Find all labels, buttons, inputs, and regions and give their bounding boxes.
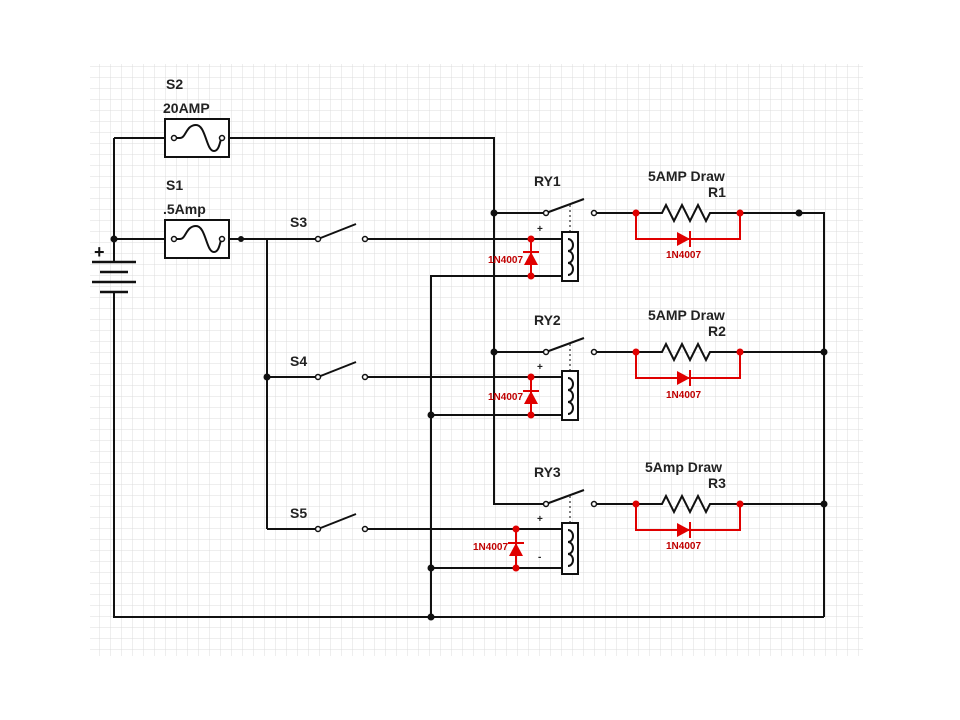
relay-diode-3-label: 1N4007: [473, 542, 508, 553]
s3-label: S3: [290, 214, 307, 230]
r1-label: R1: [708, 184, 726, 200]
r2-draw-label: 5AMP Draw: [648, 307, 725, 323]
coil3-plus-label: +: [537, 514, 543, 525]
relay-diode-1: [523, 235, 539, 280]
relay-diode-2: [523, 373, 539, 419]
junction-dots: [110, 209, 828, 621]
r2-label: R2: [708, 323, 726, 339]
s1-rating-label: .5Amp: [163, 201, 206, 217]
switch-s5: [314, 513, 369, 533]
grid-background: [90, 64, 863, 656]
s1-label: S1: [166, 177, 183, 193]
s2-label: S2: [166, 76, 183, 92]
coil2-plus-label: +: [537, 362, 543, 373]
load-diode-2-label: 1N4007: [666, 390, 701, 401]
fuse-s1: [164, 219, 230, 259]
relay-diode-3: [508, 525, 524, 572]
s4-label: S4: [290, 353, 307, 369]
load-r2: [632, 341, 744, 386]
load-diode-3-label: 1N4007: [666, 541, 701, 552]
r3-draw-label: 5Amp Draw: [645, 459, 722, 475]
switch-s3: [314, 223, 369, 243]
ry2-label: RY2: [534, 312, 561, 328]
relay-ry1: [542, 198, 598, 282]
relay-ry2: [542, 337, 598, 421]
coil3-minus-label: -: [538, 552, 541, 563]
main-wiring: [113, 137, 825, 618]
relay-ry3: [542, 489, 598, 575]
s2-rating-label: 20AMP: [163, 100, 210, 116]
relay-diode-1-label: 1N4007: [488, 255, 523, 266]
ry3-label: RY3: [534, 464, 561, 480]
switch-s4: [314, 361, 369, 381]
relay-diode-2-label: 1N4007: [488, 392, 523, 403]
load-diode-1-label: 1N4007: [666, 250, 701, 261]
load-r1: [632, 202, 744, 247]
load-r3: [632, 493, 744, 538]
r3-label: R3: [708, 475, 726, 491]
ry1-label: RY1: [534, 173, 561, 189]
battery: +: [92, 242, 136, 294]
battery-plus-label: +: [94, 242, 105, 262]
s5-label: S5: [290, 505, 307, 521]
r1-draw-label: 5AMP Draw: [648, 168, 725, 184]
fuse-s2: [164, 118, 230, 158]
coil1-plus-label: +: [537, 224, 543, 235]
